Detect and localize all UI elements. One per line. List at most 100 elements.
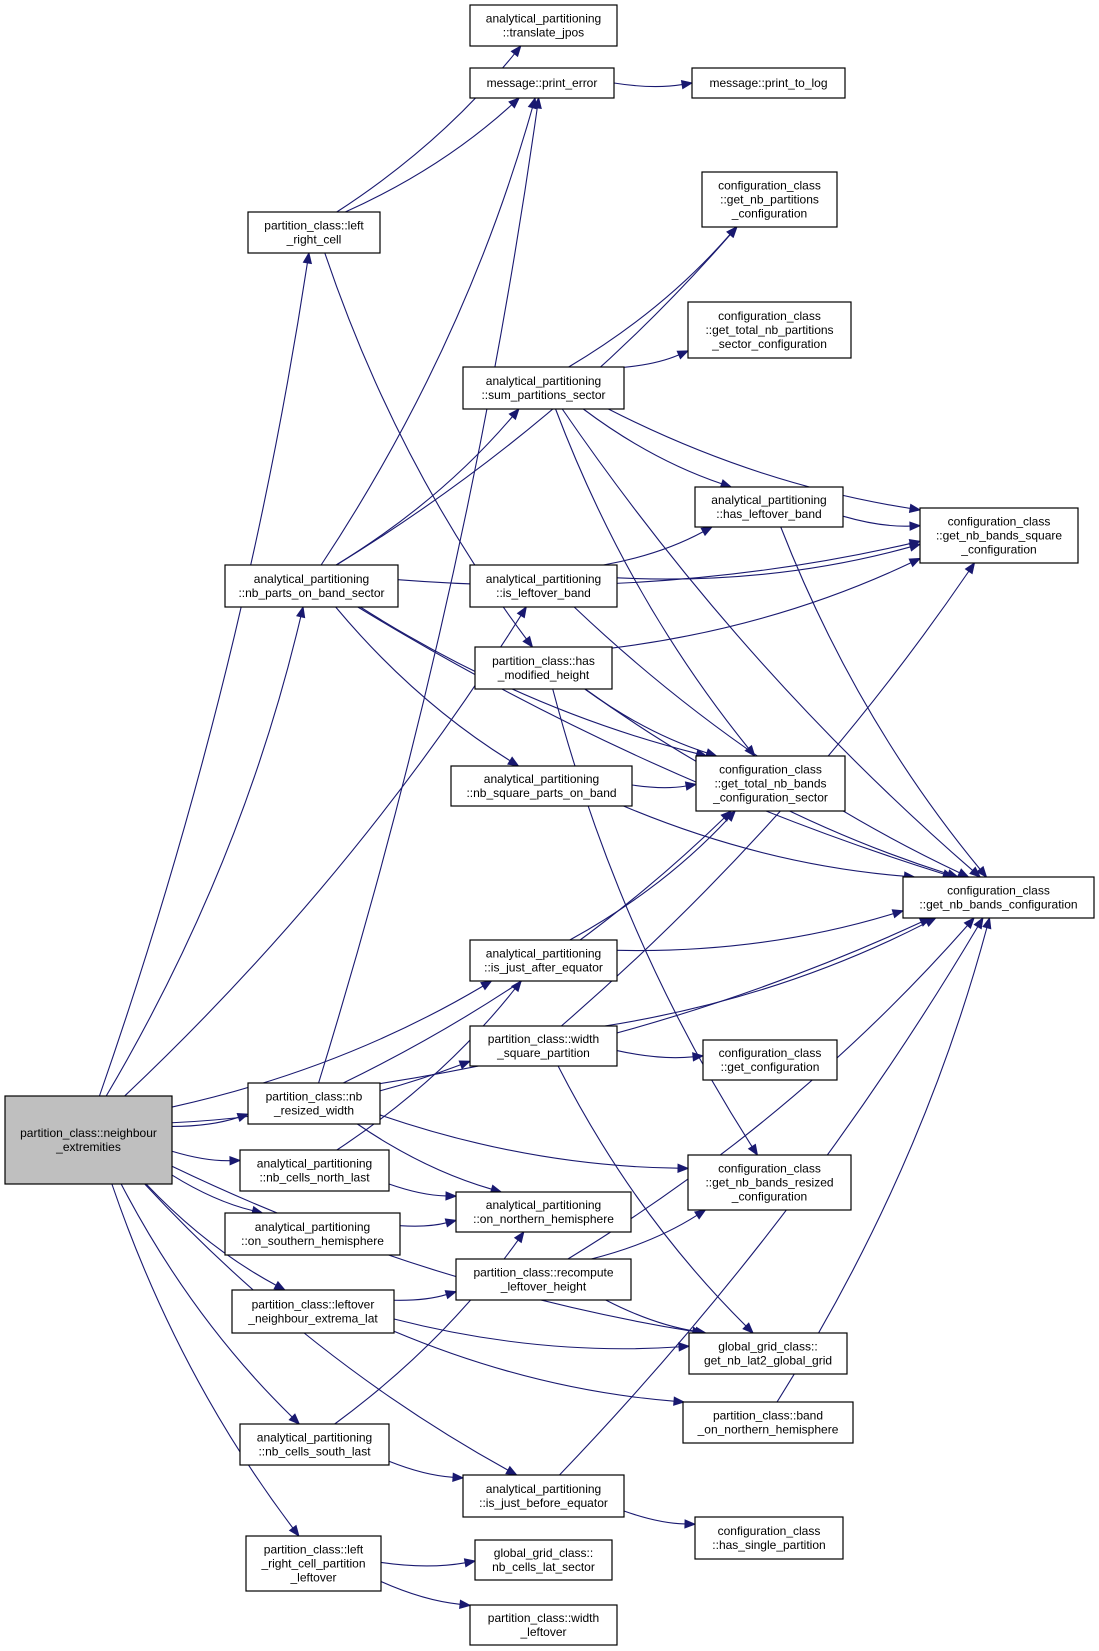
node-print-error[interactable]: message::print_error [469, 67, 615, 99]
node-on-southern-hemisphere[interactable]: analytical_partitioning::on_southern_hem… [224, 1212, 401, 1256]
node-nb-cells-south-last[interactable]: analytical_partitioning::nb_cells_south_… [239, 1423, 390, 1466]
node-translate-jpos[interactable]: analytical_partitioning::translate_jpos [469, 4, 618, 47]
edge-recompute_leftover_height-to-get_nb_lat2_global_grid [605, 1299, 697, 1332]
edge-has_modified_height-to-get_nb_bands_resized [552, 688, 753, 1147]
node-get-nb-bands-square[interactable]: configuration_class::get_nb_bands_square… [919, 507, 1079, 564]
arrowhead-on_northern_hemisphere [513, 1230, 525, 1244]
node-label-line: configuration_class [719, 1046, 822, 1060]
node-label-line: configuration_class [948, 515, 1051, 529]
node-label-line: ::nb_parts_on_band_sector [238, 586, 384, 600]
node-label-line: partition_class::band [713, 1409, 823, 1423]
node-print-to-log[interactable]: message::print_to_log [691, 67, 846, 99]
node-box[interactable] [455, 1191, 632, 1233]
node-box[interactable] [474, 646, 613, 690]
arrowhead-nb_parts_on_band_sector [296, 605, 306, 619]
arrowhead-get_nb_bands_square [964, 561, 976, 575]
node-label-line: analytical_partitioning [257, 1431, 372, 1445]
node-box[interactable] [691, 67, 846, 99]
node-recompute-leftover-height[interactable]: partition_class::recompute_leftover_heig… [455, 1258, 632, 1301]
node-nb-square-parts-on-band[interactable]: analytical_partitioning::nb_square_parts… [450, 765, 633, 807]
node-box[interactable] [462, 1474, 625, 1518]
node-on-northern-hemisphere[interactable]: analytical_partitioning::on_northern_hem… [455, 1191, 632, 1233]
node-box[interactable] [469, 1604, 618, 1646]
node-box[interactable] [469, 564, 618, 608]
edge-left_right_cell-to-print_error [345, 104, 513, 213]
node-get-total-nb-partitions[interactable]: configuration_class::get_total_nb_partit… [687, 301, 852, 359]
edge-is_leftover_band-to-get_nb_bands_configuration [573, 606, 960, 874]
node-label-line: ::get_total_nb_partitions [705, 323, 833, 337]
arrowhead-nb_cells_north_last [229, 1155, 242, 1166]
node-box[interactable] [462, 366, 625, 410]
node-box[interactable] [687, 301, 852, 359]
node-nb-resized-width[interactable]: partition_class::nb_resized_width [247, 1082, 381, 1125]
node-box[interactable] [688, 1332, 848, 1375]
node-get-nb-bands-configuration[interactable]: configuration_class::get_nb_bands_config… [902, 876, 1095, 919]
node-left-right-cell[interactable]: partition_class::left_right_cell [247, 211, 381, 254]
node-box[interactable] [694, 486, 844, 528]
node-label-line: configuration_class [718, 1162, 821, 1176]
node-box[interactable] [919, 507, 1079, 564]
edge-root-to-is_leftover_band [124, 615, 522, 1097]
node-box[interactable] [4, 1095, 173, 1185]
node-width-square-partition[interactable]: partition_class::width_square_partition [469, 1025, 618, 1067]
node-get-total-nb-bands[interactable]: configuration_class::get_total_nb_bands_… [695, 755, 846, 812]
arrowhead-get_configuration [692, 1052, 705, 1062]
node-has-modified-height[interactable]: partition_class::has_modified_height [474, 646, 613, 690]
node-box[interactable] [239, 1423, 390, 1466]
node-left-right-cell-partition-leftover[interactable]: partition_class::left_right_cell_partiti… [245, 1535, 382, 1592]
arrowhead-get_nb_lat2_global_grid [742, 1322, 754, 1334]
node-get-nb-partitions[interactable]: configuration_class::get_nb_partitions_c… [701, 171, 838, 228]
node-box[interactable] [224, 564, 399, 608]
node-root[interactable]: partition_class::neighbour_extremities [4, 1095, 173, 1185]
node-width-leftover[interactable]: partition_class::width_leftover [469, 1604, 618, 1646]
node-box[interactable] [682, 1401, 854, 1444]
node-box[interactable] [469, 939, 618, 982]
node-get-nb-lat2-global-grid[interactable]: global_grid_class::get_nb_lat2_global_gr… [688, 1332, 848, 1375]
node-label-line: _on_northern_hemisphere [697, 1423, 839, 1437]
edge-sum_partitions_sector-to-get_nb_partitions [568, 234, 731, 368]
node-nb-parts-on-band-sector[interactable]: analytical_partitioning::nb_parts_on_ban… [224, 564, 399, 608]
node-label-line: _leftover [519, 1625, 566, 1639]
arrowhead-left_right_cell_partition_leftover [288, 1524, 300, 1538]
node-nb-cells-lat-sector[interactable]: global_grid_class::nb_cells_lat_sector [474, 1539, 613, 1581]
node-label-line: partition_class::leftover [252, 1298, 375, 1312]
node-box[interactable] [695, 755, 846, 812]
arrowhead-is_just_after_equator [510, 979, 522, 993]
node-box[interactable] [702, 1039, 838, 1081]
node-get-nb-bands-resized[interactable]: configuration_class::get_nb_bands_resize… [687, 1154, 852, 1211]
node-label-line: ::is_leftover_band [496, 586, 591, 600]
node-box[interactable] [687, 1154, 852, 1211]
node-leftover-neighbour-extrema-lat[interactable]: partition_class::leftover_neighbour_extr… [231, 1289, 395, 1334]
node-is-just-before-equator[interactable]: analytical_partitioning::is_just_before_… [462, 1474, 625, 1518]
node-band-on-northern-hemisphere[interactable]: partition_class::band_on_northern_hemisp… [682, 1401, 854, 1444]
node-box[interactable] [469, 1025, 618, 1067]
node-box[interactable] [474, 1539, 613, 1581]
node-sum-partitions-sector[interactable]: analytical_partitioning::sum_partitions_… [462, 366, 625, 410]
edge-nb_square_parts_on_band-to-get_total_nb_bands [631, 784, 687, 789]
node-box[interactable] [469, 4, 618, 47]
node-box[interactable] [224, 1212, 401, 1256]
node-label-line: ::sum_partitions_sector [481, 388, 605, 402]
node-box[interactable] [245, 1535, 382, 1592]
node-box[interactable] [902, 876, 1095, 919]
node-box[interactable] [694, 1516, 844, 1560]
node-box[interactable] [450, 765, 633, 807]
node-box[interactable] [239, 1149, 390, 1192]
node-get-configuration[interactable]: configuration_class::get_configuration [702, 1039, 838, 1081]
node-has-single-partition[interactable]: configuration_class::has_single_partitio… [694, 1516, 844, 1560]
node-box[interactable] [231, 1289, 395, 1334]
node-box[interactable] [455, 1258, 632, 1301]
node-has-leftover-band[interactable]: analytical_partitioning::has_leftover_ba… [694, 486, 844, 528]
arrowhead-get_nb_bands_resized [747, 1143, 759, 1157]
arrowhead-get_nb_partitions [726, 225, 738, 239]
node-box[interactable] [469, 67, 615, 99]
node-box[interactable] [247, 211, 381, 254]
node-box[interactable] [247, 1082, 381, 1125]
edge-nb_parts_on_band_sector-to-get_nb_bands_configuration [357, 606, 944, 875]
node-label-line: ::get_total_nb_bands [714, 777, 826, 791]
node-is-just-after-equator[interactable]: analytical_partitioning::is_just_after_e… [469, 939, 618, 982]
node-nb-cells-north-last[interactable]: analytical_partitioning::nb_cells_north_… [239, 1149, 390, 1192]
node-is-leftover-band[interactable]: analytical_partitioning::is_leftover_ban… [469, 564, 618, 608]
node-box[interactable] [701, 171, 838, 228]
arrowhead-width_leftover [459, 1599, 472, 1609]
